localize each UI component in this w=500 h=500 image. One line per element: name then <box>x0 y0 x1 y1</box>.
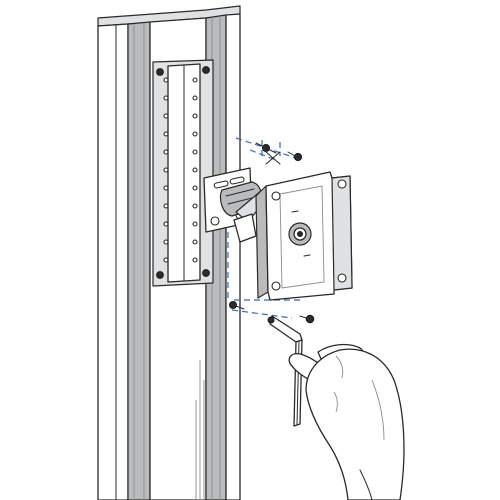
plate-screw-bottom-right <box>202 269 210 277</box>
mounting-screw-bottom-2 <box>299 314 315 324</box>
plate-screw-top-right <box>202 66 210 74</box>
mounting-screw-top-1 <box>255 142 277 154</box>
rail-slide-plate <box>152 59 214 287</box>
mounting-screw-top-2 <box>287 151 303 162</box>
plate-holes <box>163 77 198 263</box>
mounting-screw-bottom-1 <box>229 301 245 310</box>
plate-screw-bottom-left <box>156 271 164 279</box>
tilt-mount-plate <box>255 171 353 301</box>
plate-screw-top-left <box>156 68 164 76</box>
mounting-screw-top-cross <box>265 151 281 165</box>
hand <box>288 343 405 500</box>
